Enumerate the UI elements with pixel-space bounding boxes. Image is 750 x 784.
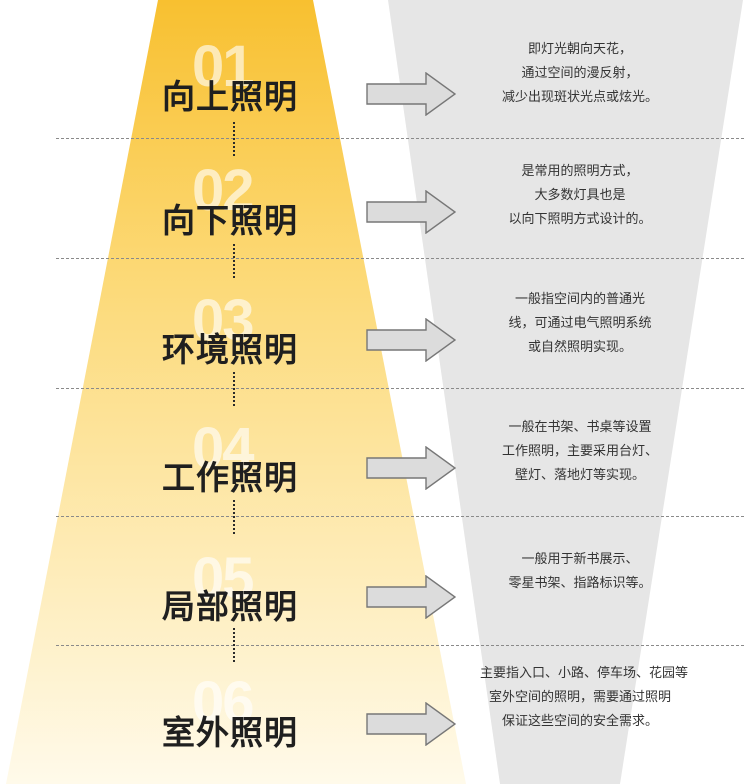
row-number: 03: [192, 288, 255, 353]
description-line: 一般在书架、书桌等设置: [508, 420, 652, 435]
row-number: 02: [192, 158, 255, 223]
description-line: 或自然照明实现。: [527, 340, 632, 355]
connector-dots: [233, 244, 235, 278]
description-line: 即灯光朝向天花，: [527, 42, 632, 57]
row-description: 一般指空间内的普通光 线，可通过电气照明系统 或自然照明实现。: [480, 288, 680, 360]
description-line: 主要指入口、小路、停车场、花园等: [480, 666, 689, 681]
connector-dots: [233, 500, 235, 534]
row-title: 室外照明: [162, 713, 298, 752]
connector-dots: [233, 372, 235, 406]
description-line: 保证这些空间的安全需求。: [501, 714, 658, 729]
yellow-funnel: [6, 0, 466, 784]
right-arrow-icon: [366, 318, 456, 362]
description-line: 线，可通过电气照明系统: [508, 316, 652, 331]
right-arrow-icon: [366, 575, 456, 619]
row-description: 是常用的照明方式， 大多数灯具也是 以向下照明方式设计的。: [480, 160, 680, 232]
row-description: 一般在书架、书桌等设置 工作照明，主要采用台灯、 壁灯、落地灯等实现。: [480, 416, 680, 488]
row-divider: [56, 516, 744, 517]
description-line: 一般指空间内的普通光: [514, 292, 645, 307]
row-title: 局部照明: [162, 587, 298, 626]
description-line: 工作照明，主要采用台灯、: [501, 444, 658, 459]
right-arrow-icon: [366, 190, 456, 234]
description-line: 通过空间的漫反射，: [521, 66, 639, 81]
row-divider: [56, 258, 744, 259]
row-divider: [56, 138, 744, 139]
row-title: 工作照明: [162, 458, 298, 497]
description-line: 以向下照明方式设计的。: [508, 212, 652, 227]
right-arrow-icon: [366, 72, 456, 116]
row-number: 04: [192, 416, 255, 481]
description-line: 是常用的照明方式，: [521, 164, 639, 179]
right-arrow-icon: [366, 446, 456, 490]
gray-funnel: [388, 0, 743, 784]
description-line: 室外空间的照明，需要通过照明: [488, 690, 671, 705]
connector-dots: [233, 122, 235, 156]
row-number: 06: [192, 670, 255, 735]
row-divider: [56, 645, 744, 646]
description-line: 大多数灯具也是: [534, 188, 626, 203]
connector-dots: [233, 628, 235, 662]
row-title: 向上照明: [162, 77, 298, 116]
row-number: 05: [192, 546, 255, 611]
right-arrow-icon: [366, 702, 456, 746]
row-divider: [56, 388, 744, 389]
description-line: 减少出现斑状光点或炫光。: [501, 90, 658, 105]
row-description: 即灯光朝向天花， 通过空间的漫反射， 减少出现斑状光点或炫光。: [480, 38, 680, 110]
description-line: 壁灯、落地灯等实现。: [514, 468, 645, 483]
description-line: 一般用于新书展示、: [521, 552, 639, 567]
row-title: 环境照明: [162, 330, 298, 369]
row-number: 01: [192, 34, 255, 99]
row-title: 向下照明: [162, 201, 298, 240]
row-description: 主要指入口、小路、停车场、花园等 室外空间的照明，需要通过照明 保证这些空间的安…: [480, 662, 689, 734]
row-description: 一般用于新书展示、 零星书架、指路标识等。: [480, 548, 680, 596]
description-line: 零星书架、指路标识等。: [508, 576, 652, 591]
